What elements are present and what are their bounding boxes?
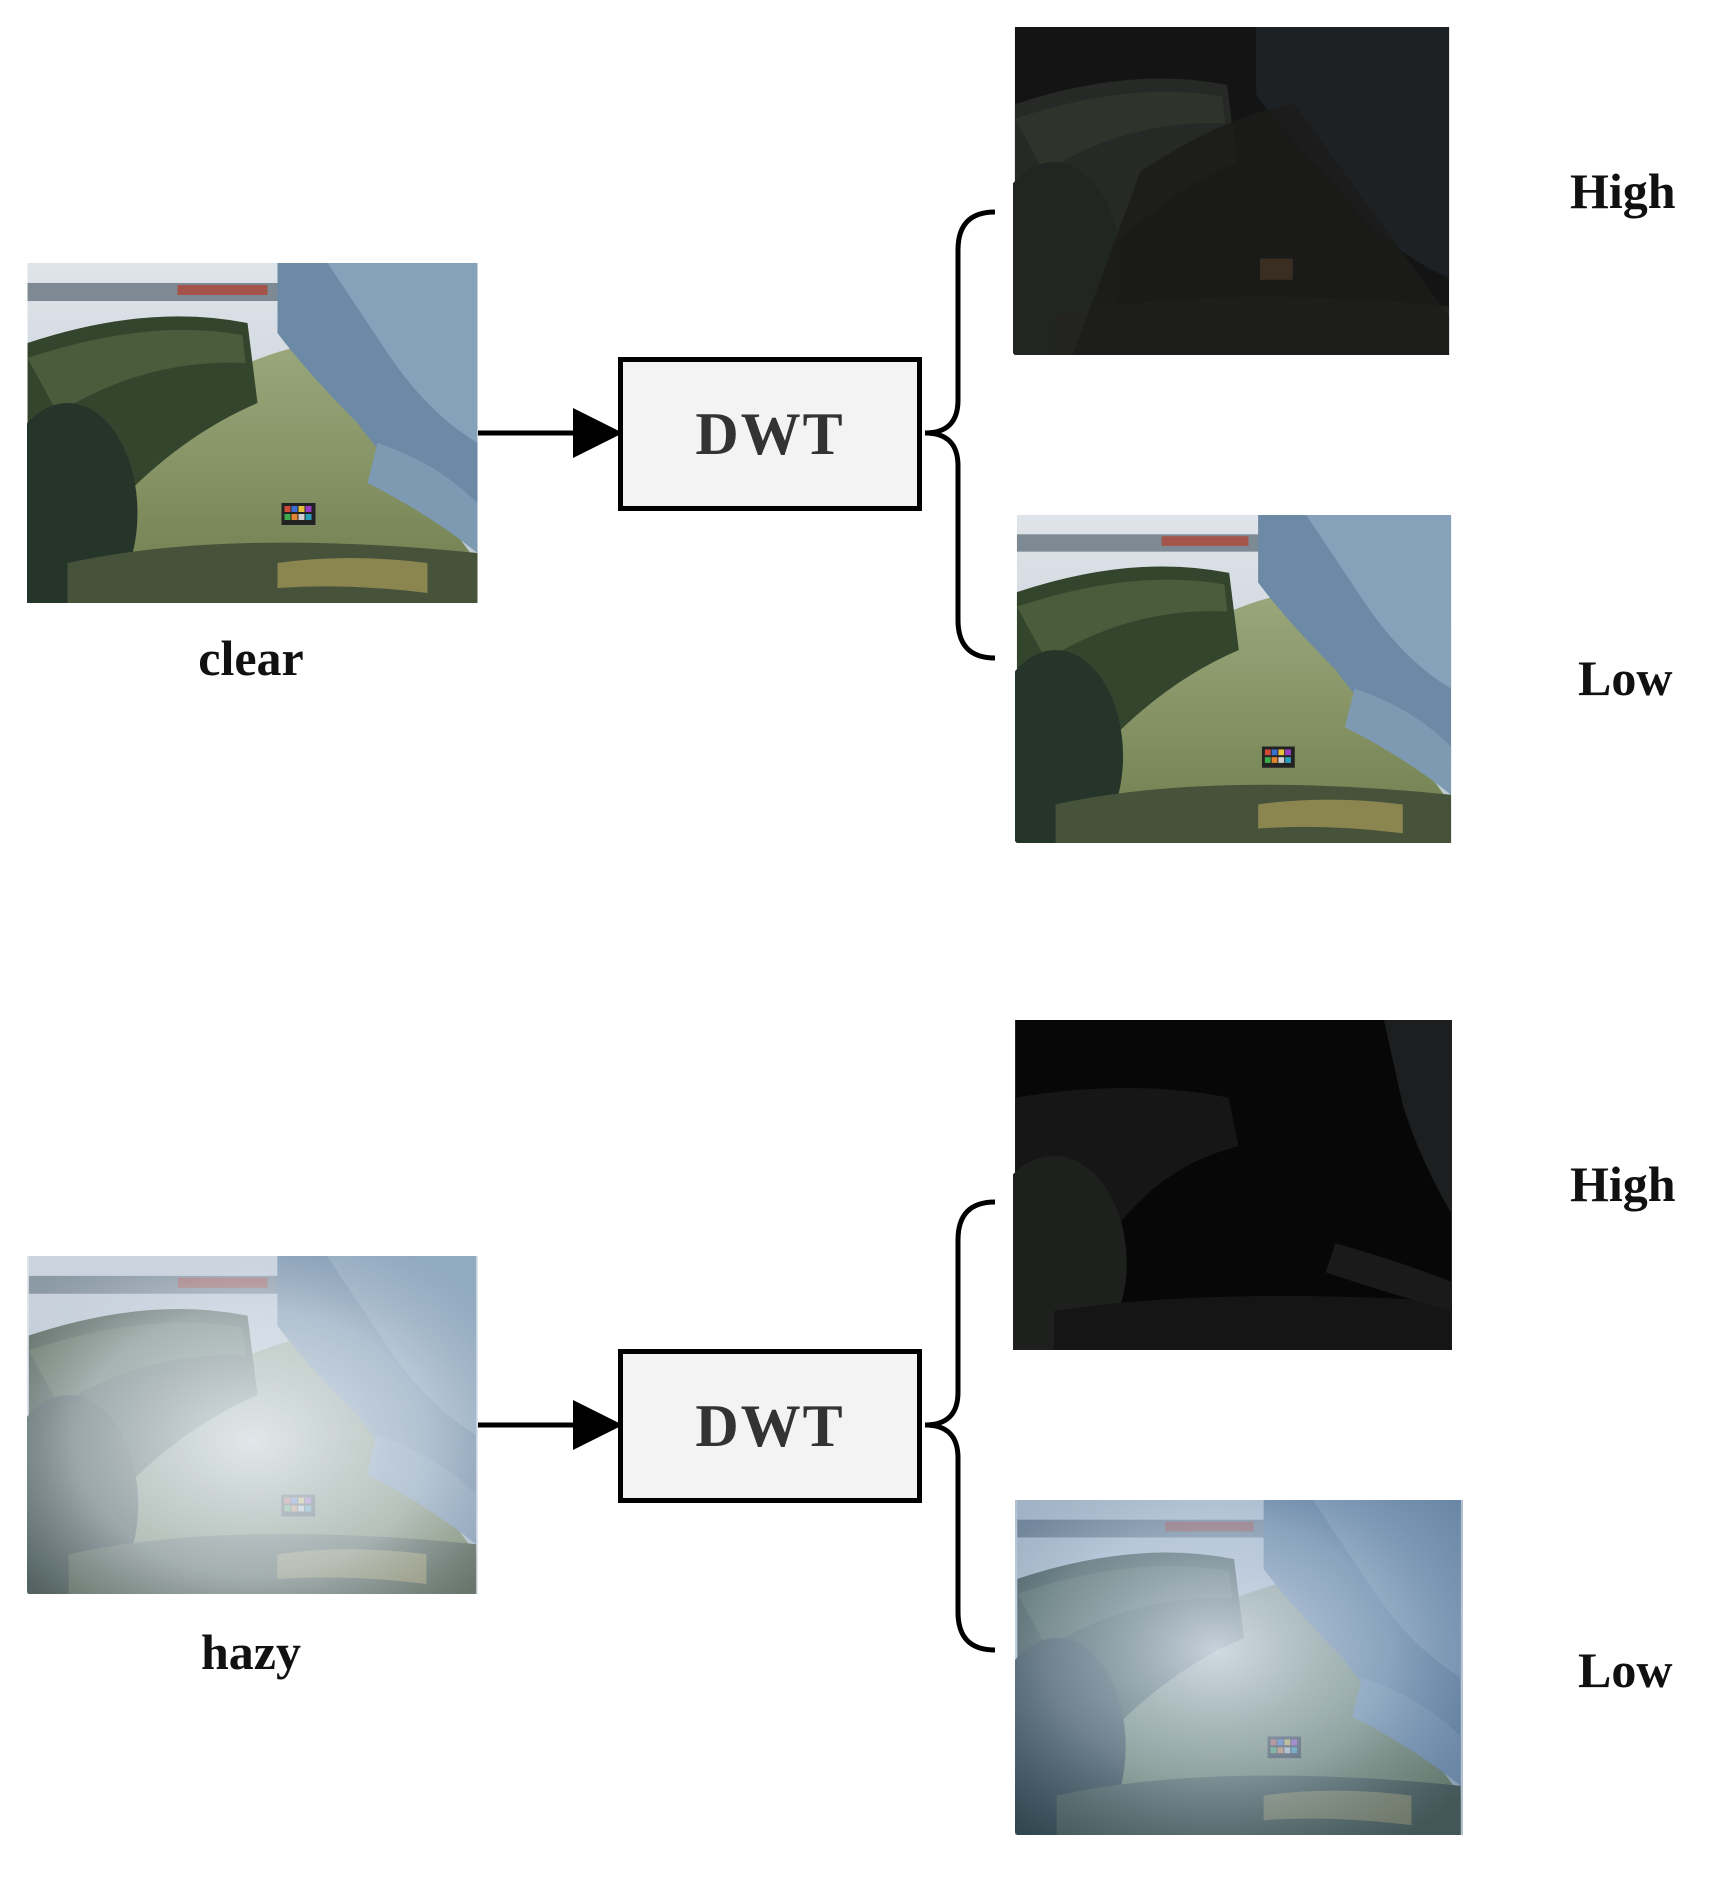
clear-label: clear — [198, 630, 304, 686]
dwt-block-top: DWT — [618, 357, 922, 511]
bottom-low-label: Low — [1578, 1642, 1673, 1698]
hazy-input-image — [27, 1256, 478, 1594]
bracket-top — [924, 209, 996, 661]
hazy-high-frequency-image — [1013, 1020, 1452, 1350]
top-high-label: High — [1570, 163, 1676, 219]
top-low-label: Low — [1578, 650, 1673, 706]
hazy-label: hazy — [201, 1624, 301, 1680]
dwt-block-bottom: DWT — [618, 1349, 922, 1503]
dwt-block-top-label: DWT — [695, 400, 845, 467]
clear-input-image — [27, 263, 478, 603]
bracket-bottom — [924, 1199, 996, 1653]
hazy-low-frequency-image — [1015, 1500, 1463, 1835]
clear-low-frequency-image — [1015, 515, 1452, 843]
dwt-block-bottom-label: DWT — [695, 1392, 845, 1459]
bottom-high-label: High — [1570, 1156, 1676, 1212]
clear-high-frequency-image — [1013, 27, 1450, 355]
